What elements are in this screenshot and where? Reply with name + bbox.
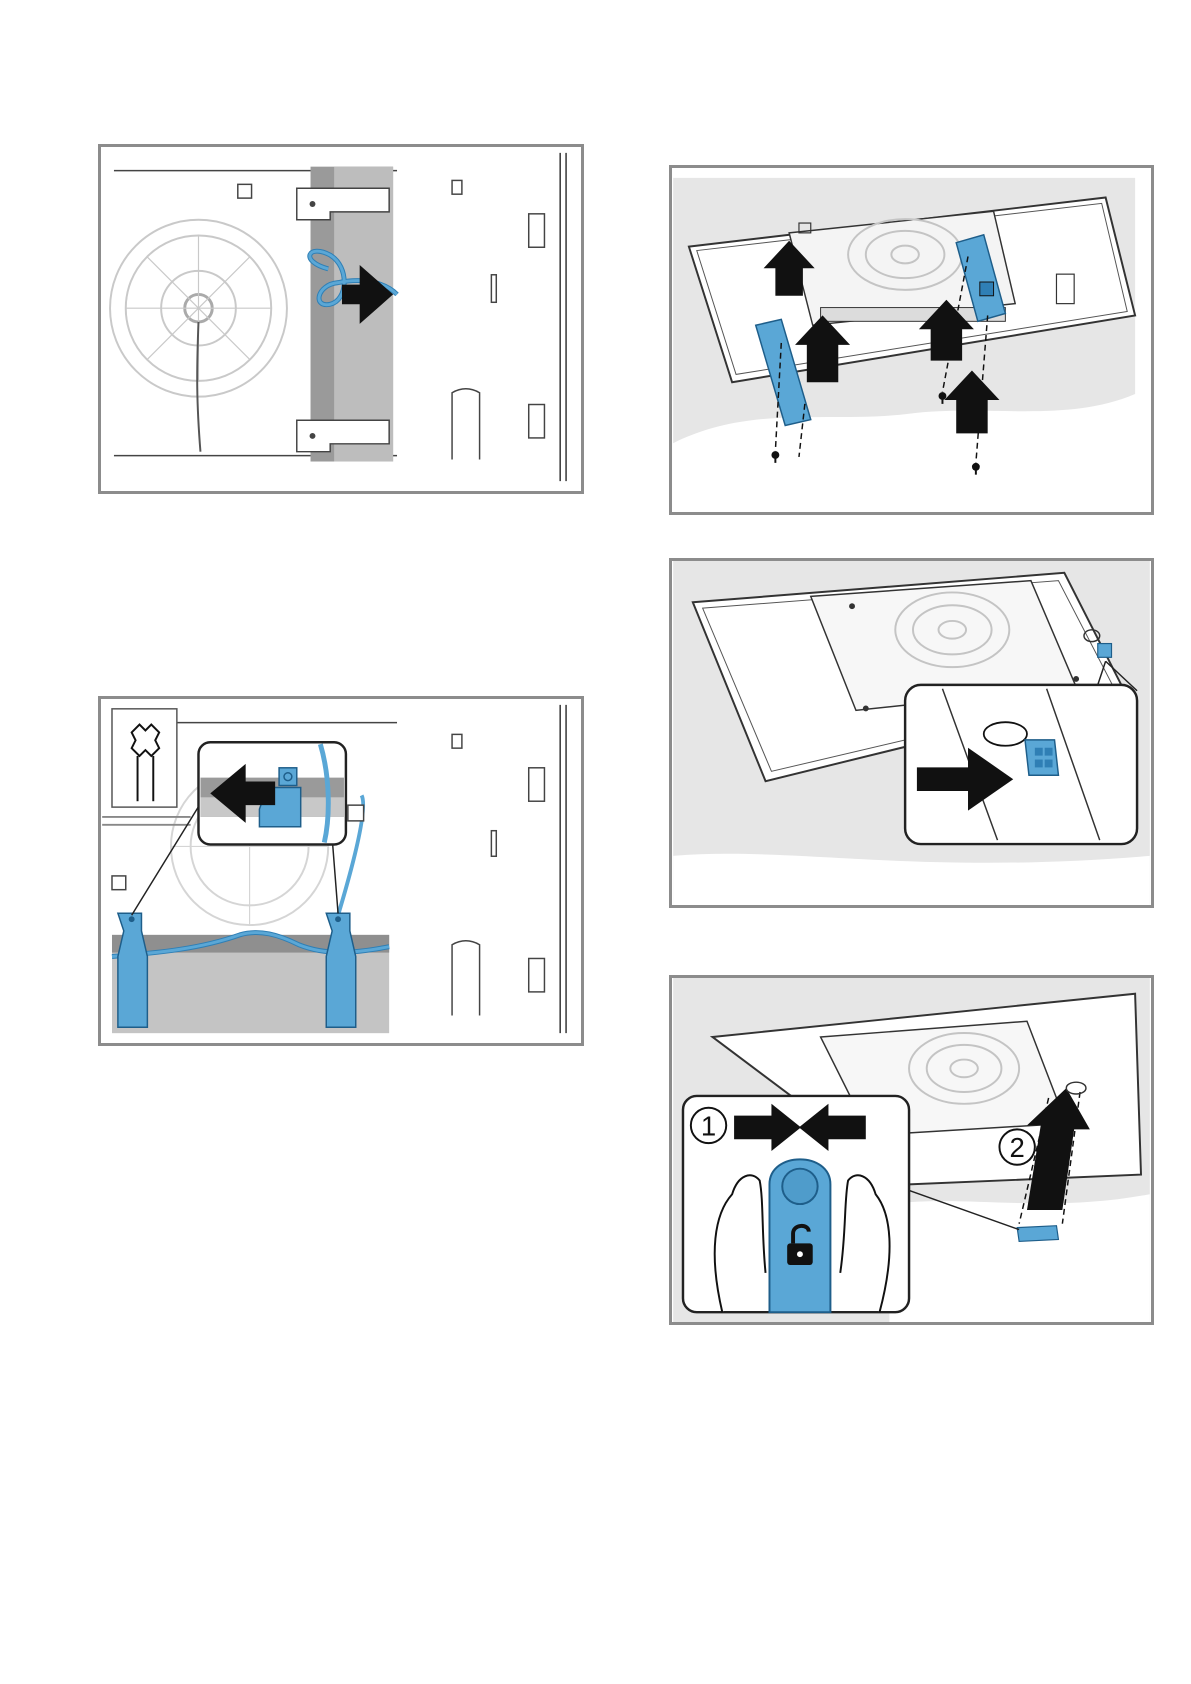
illustration-bracket-unscrew bbox=[101, 699, 581, 1043]
illustration-rails-mount bbox=[672, 168, 1151, 512]
clip-square-icon bbox=[238, 184, 252, 198]
step-2-label: 2 bbox=[1010, 1132, 1025, 1163]
figure-connector-plug bbox=[669, 558, 1154, 908]
figure-rails-mount bbox=[669, 165, 1154, 515]
fan-icon bbox=[110, 220, 287, 452]
illustration-connector-plug bbox=[672, 561, 1151, 905]
illustration-cable-removal bbox=[101, 147, 581, 491]
figure-cable-removal bbox=[98, 144, 584, 494]
figure-connector-release: 2 1 bbox=[669, 975, 1154, 1325]
figure-bracket-unscrew bbox=[98, 696, 584, 1046]
step-1-label: 1 bbox=[701, 1110, 716, 1141]
illustration-connector-release: 2 1 bbox=[672, 978, 1151, 1322]
connector-icon bbox=[1025, 740, 1058, 775]
connector-icon bbox=[1017, 1226, 1058, 1242]
torx-screwdriver-icon bbox=[112, 709, 177, 807]
